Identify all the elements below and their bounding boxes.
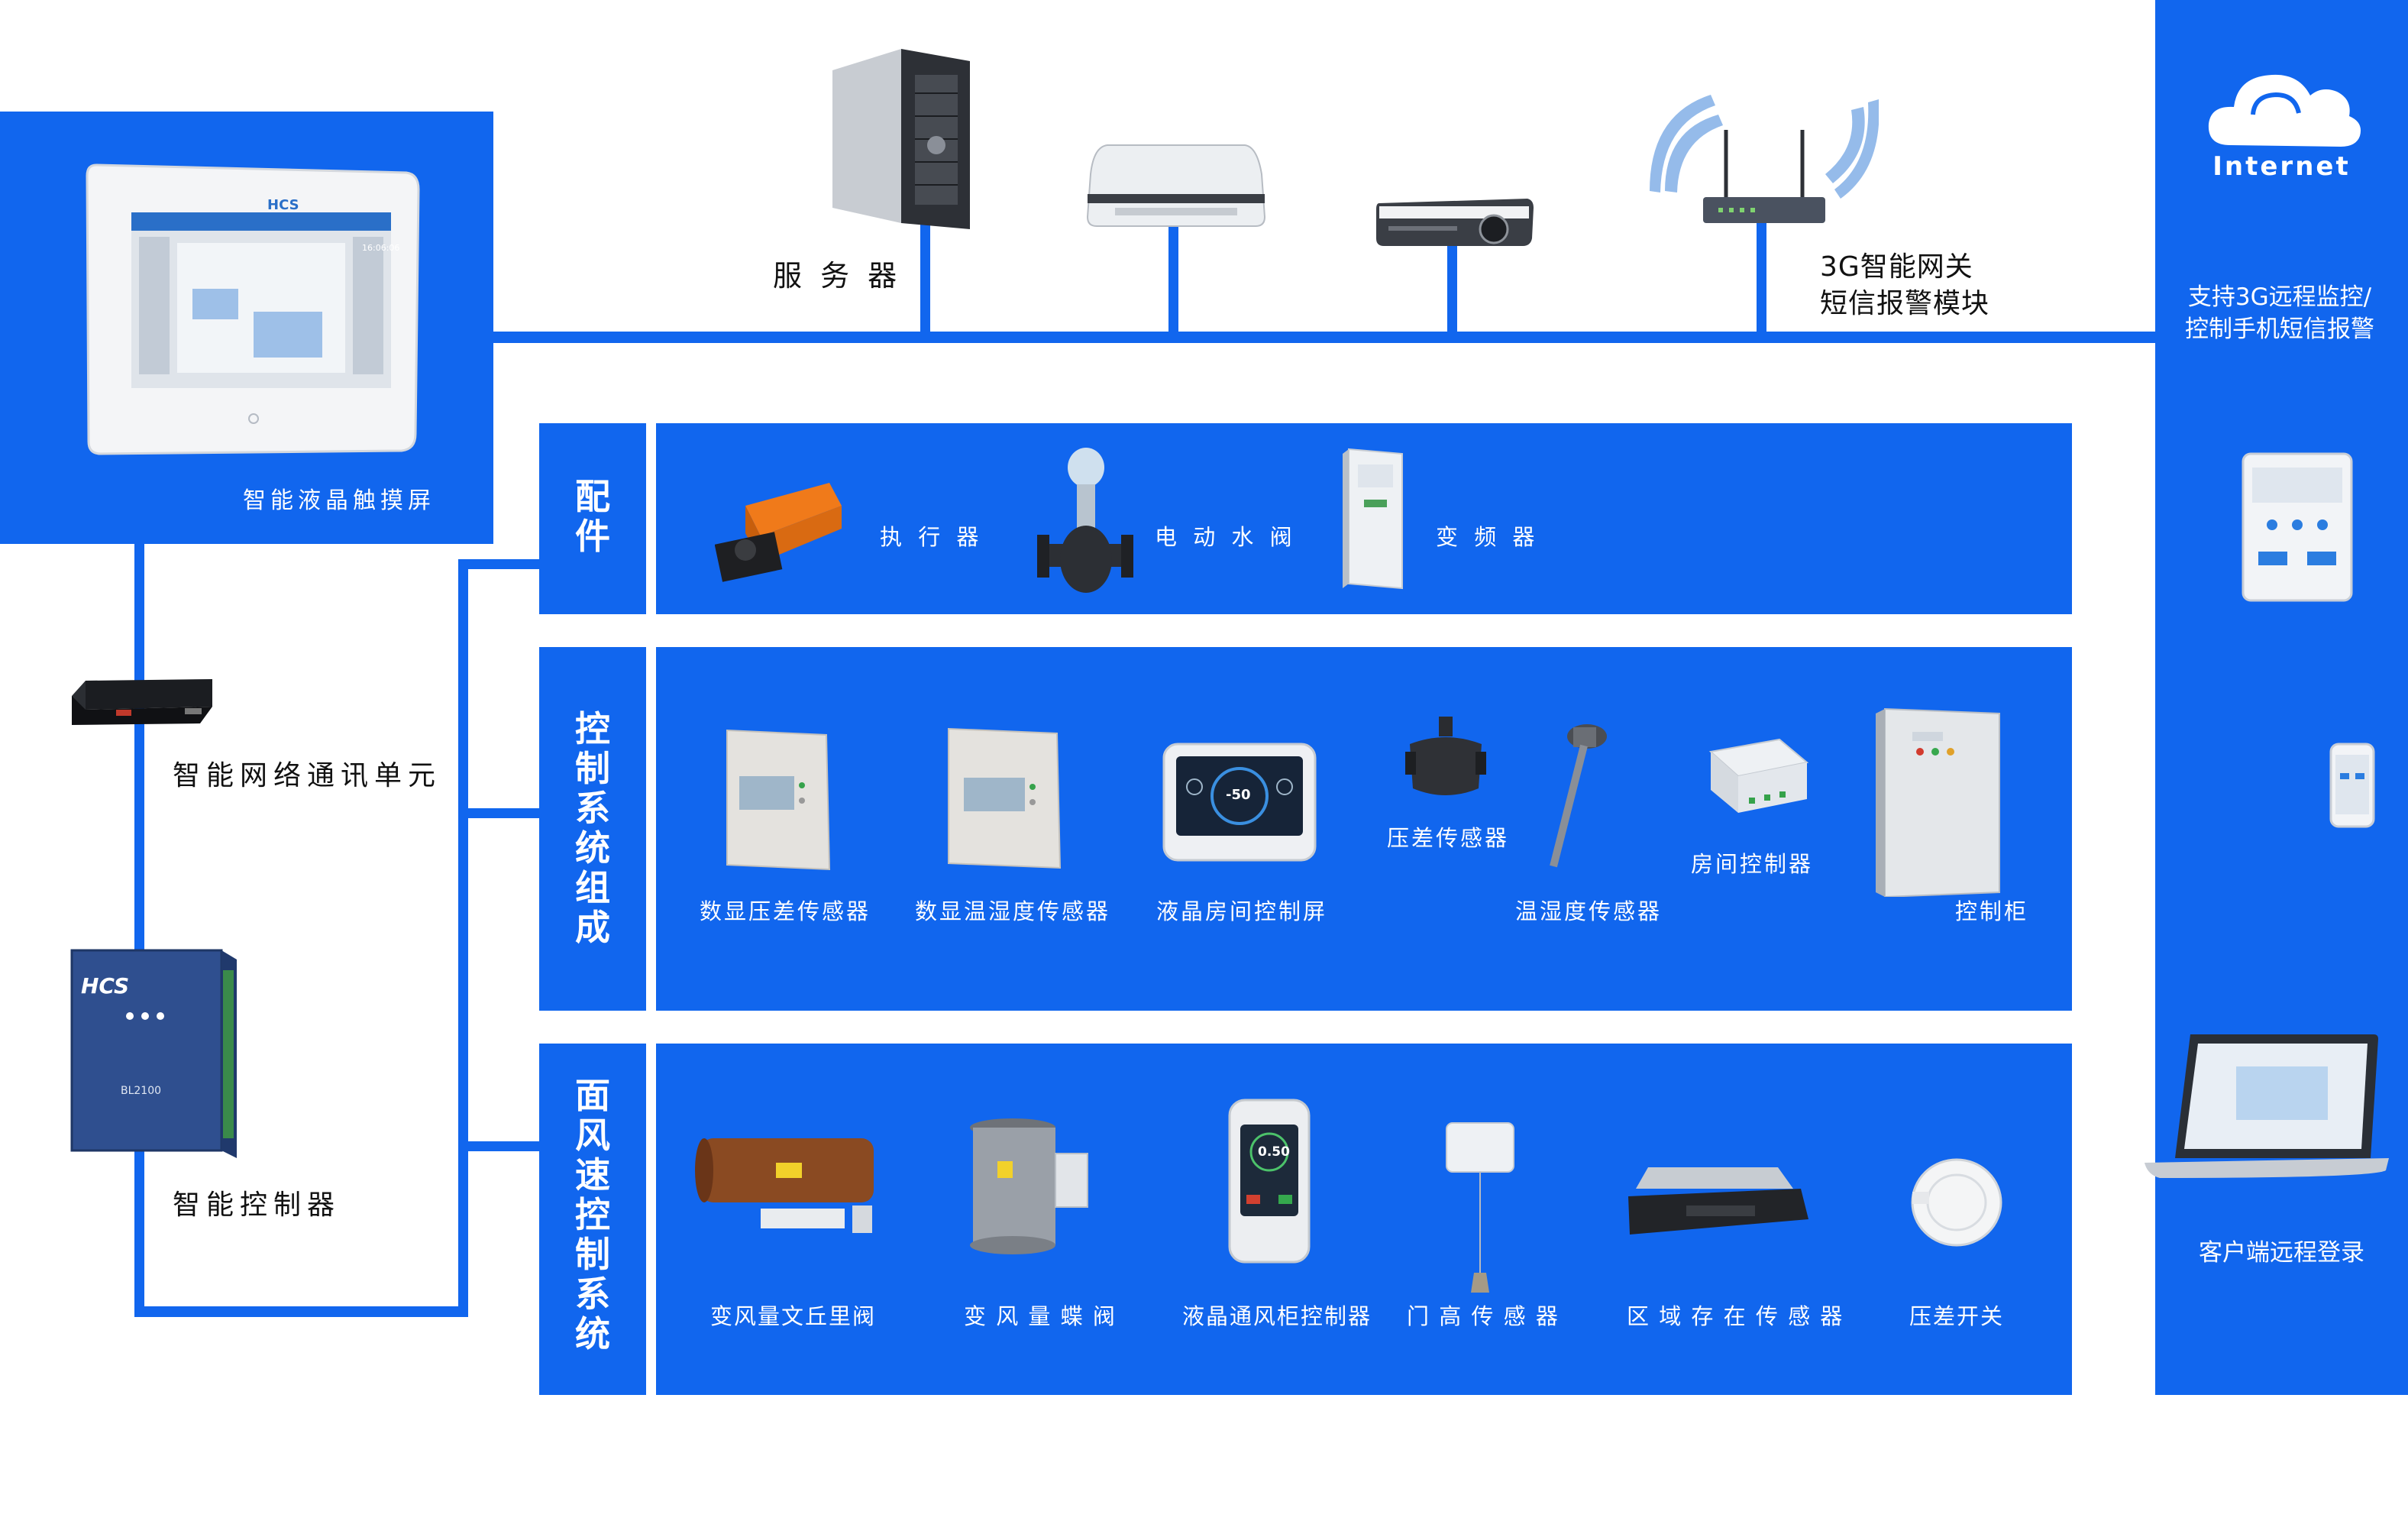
control-cabinet-icon: [1874, 706, 2004, 898]
inverter-label: 变 频 器: [1436, 524, 1540, 550]
digital-pressure-sensor-label: 数显压差传感器: [700, 898, 871, 924]
touchscreen-label: 智能液晶触摸屏: [243, 487, 435, 514]
comm-unit-label: 智能网络通讯单元: [173, 760, 442, 791]
lcd-room-screen-icon: [1161, 741, 1318, 863]
client-login-label: 客户端远程登录: [2199, 1239, 2364, 1267]
cloud-icon: [2200, 61, 2368, 160]
fume-hood-controller-icon: [1227, 1097, 1312, 1265]
presence-sensor-icon: [1625, 1166, 1812, 1250]
printer-drop-line: [1168, 218, 1178, 335]
control-panel: [656, 647, 2072, 1011]
controller-device: [69, 947, 240, 1161]
inverter-icon: [1341, 446, 1410, 591]
gateway-label-line1: 3G智能网关: [1820, 251, 1973, 283]
controller-model: BL2100: [121, 1085, 162, 1097]
server-label: 服 务 器: [773, 259, 902, 293]
projector-icon: [1375, 196, 1535, 249]
door-height-sensor-icon: [1443, 1120, 1517, 1311]
pressure-sensor-label: 压差传感器: [1387, 825, 1510, 851]
server-drop-line: [920, 218, 930, 335]
branch-face-velocity: [458, 1141, 539, 1151]
face-velocity-title-box: [539, 1044, 646, 1395]
door-height-sensor-label: 门 高 传 感 器: [1407, 1303, 1560, 1329]
pressure-sensor-icon: [1404, 714, 1488, 805]
server-icon: [825, 47, 978, 231]
comm-unit-device: [70, 676, 215, 730]
phone-icon: [2329, 743, 2375, 828]
router-icon: [1650, 84, 1880, 229]
fume-hood-controller-label: 液晶通风柜控制器: [1182, 1303, 1372, 1329]
control-title: 控制系统组成: [575, 708, 610, 948]
digital-pressure-sensor-icon: [722, 727, 832, 872]
venturi-valve-label: 变风量文丘里阀: [710, 1303, 877, 1329]
left-vertical-line: [134, 542, 144, 1316]
butterfly-valve-icon: [967, 1115, 1097, 1260]
controller-brand: HCS: [81, 973, 130, 998]
temp-humidity-sensor-label: 温湿度传感器: [1515, 898, 1663, 924]
accessories-title: 配件: [575, 476, 610, 557]
laptop-icon: [2145, 1028, 2389, 1189]
electric-valve-icon: [1036, 445, 1135, 597]
touchscreen-brand: HCS: [267, 197, 299, 213]
pressure-switch-icon: [1909, 1154, 2004, 1253]
printer-icon: [1084, 144, 1268, 229]
actuator-icon: [714, 468, 845, 582]
face-velocity-title: 面风速控制系统: [575, 1075, 610, 1354]
control-title-box: [539, 647, 646, 1011]
projector-drop-line: [1447, 229, 1457, 335]
actuator-label: 执 行 器: [880, 524, 984, 550]
top-bus-line: [493, 332, 2158, 343]
gateway-drop-line: [1757, 223, 1766, 335]
digital-thermo-sensor-label: 数显温湿度传感器: [915, 898, 1111, 924]
controller-label: 智能控制器: [173, 1189, 341, 1221]
digital-thermo-sensor-icon: [944, 726, 1063, 871]
lcd-room-screen-value: -50: [1226, 787, 1251, 803]
room-controller-icon: [1695, 736, 1810, 820]
electric-valve-label: 电 动 水 阀: [1155, 524, 1297, 550]
fume-hood-display-value: 0.50: [1258, 1144, 1290, 1160]
venturi-valve-icon: [692, 1132, 883, 1247]
touchscreen-device: [86, 159, 422, 457]
presence-sensor-label: 区 域 存 在 传 感 器: [1627, 1303, 1844, 1329]
branch-vertical-line: [458, 559, 468, 1317]
temp-humidity-sensor-icon: [1543, 717, 1611, 869]
branch-control: [458, 808, 539, 818]
touchscreen-time: 16:06:06: [362, 243, 400, 253]
tablet-icon: [2242, 452, 2353, 602]
remote-monitor-text: 支持3G远程监控/控制手机短信报警: [2185, 283, 2374, 343]
room-controller-label: 房间控制器: [1691, 851, 1814, 877]
butterfly-valve-label: 变 风 量 蝶 阀: [964, 1303, 1117, 1329]
gateway-label-line2: 短信报警模块: [1820, 288, 1990, 319]
internet-label: Internet: [2212, 151, 2351, 182]
pressure-switch-label: 压差开关: [1909, 1303, 2005, 1329]
face-velocity-panel: [656, 1044, 2072, 1395]
left-bottom-line: [134, 1306, 467, 1317]
accessories-title-box: [539, 423, 646, 614]
branch-accessories: [458, 559, 539, 569]
control-cabinet-label: 控制柜: [1955, 898, 2029, 924]
lcd-room-screen-label: 液晶房间控制屏: [1156, 898, 1328, 924]
